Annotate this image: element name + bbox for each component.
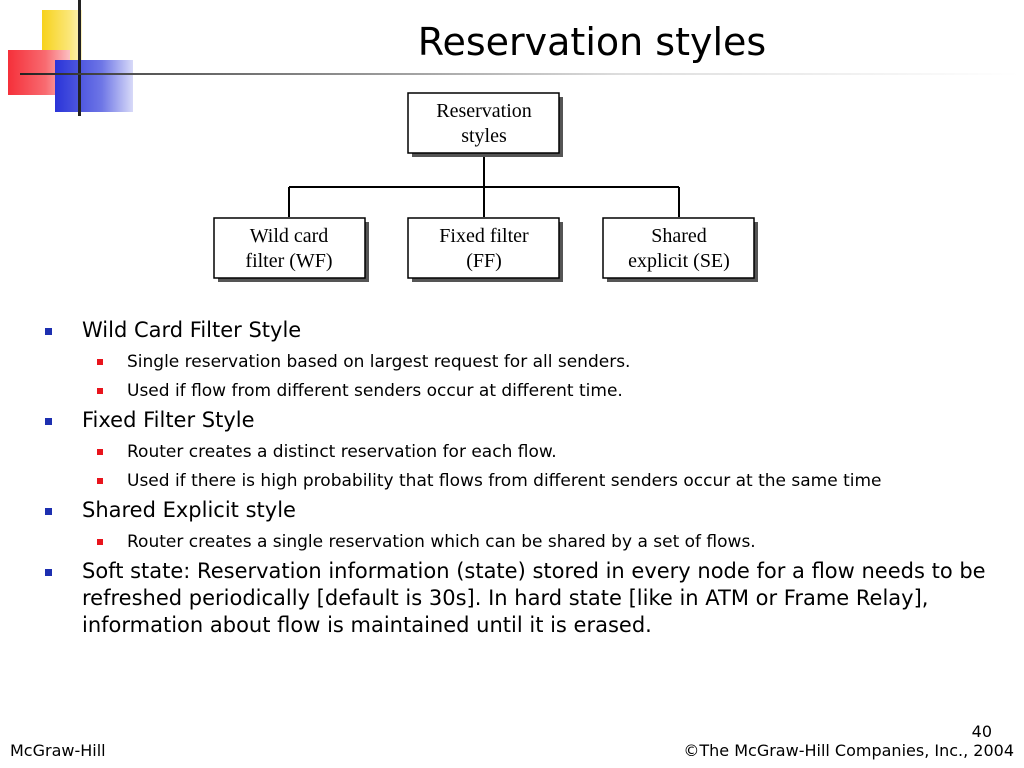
diagram-connectors [288, 156, 680, 217]
sub-bullet-ff-1: Router creates a distinct reservation fo… [40, 441, 990, 463]
bullet-soft-state: Soft state: Reservation information (sta… [40, 558, 990, 639]
sub-bullet-se-1: Router creates a single reservation whic… [40, 531, 990, 553]
wf-label-line1: Wild card [250, 225, 329, 247]
bullet-wf: Wild Card Filter Style [40, 317, 990, 344]
ff-label-line2: (FF) [466, 250, 502, 272]
decor-blue-square [55, 60, 133, 112]
bullet-se: Shared Explicit style [40, 497, 990, 524]
se-label-line1: Shared [651, 225, 707, 247]
reservation-styles-diagram: Reservation styles Wild card filter (WF)… [213, 92, 758, 282]
diagram-node-ff: Fixed filter (FF) [407, 217, 563, 282]
bullet-ff: Fixed Filter Style [40, 407, 990, 434]
footer-copyright: ©The McGraw-Hill Companies, Inc., 2004 [683, 741, 1014, 760]
page-number: 40 [971, 722, 992, 741]
footer-publisher: McGraw-Hill [10, 741, 106, 760]
wf-label-line2: filter (WF) [245, 250, 332, 272]
sub-bullet-wf-1: Single reservation based on largest requ… [40, 351, 990, 373]
sub-bullet-wf-2: Used if flow from different senders occu… [40, 380, 990, 402]
diagram-node-se: Shared explicit (SE) [602, 217, 758, 282]
slide-title: Reservation styles [417, 20, 767, 64]
ff-label-line1: Fixed filter [439, 225, 529, 247]
diagram-node-wf: Wild card filter (WF) [213, 217, 369, 282]
root-label-line1: Reservation [436, 100, 532, 122]
se-label-line2: explicit (SE) [628, 250, 730, 272]
root-label-line2: styles [461, 125, 507, 147]
sub-bullet-ff-2: Used if there is high probability that f… [40, 470, 990, 492]
diagram-node-root: Reservation styles [407, 92, 563, 157]
title-underline [20, 73, 1020, 75]
bullet-list: Wild Card Filter Style Single reservatio… [40, 312, 990, 639]
decor-vertical-line [78, 0, 81, 116]
